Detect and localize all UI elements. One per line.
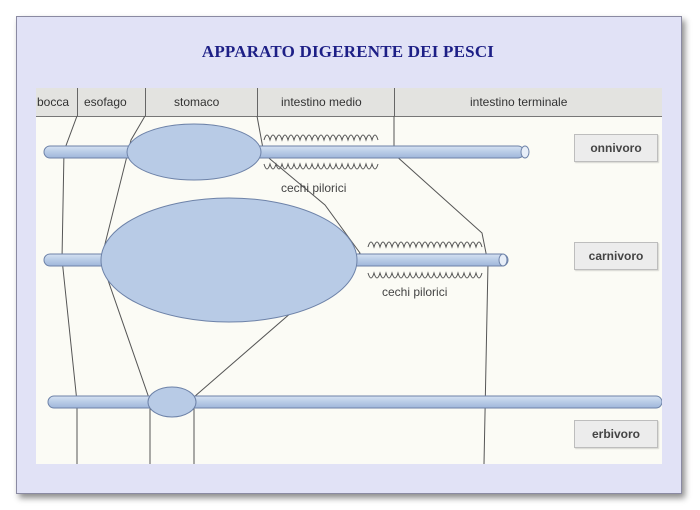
header-divider xyxy=(394,88,395,116)
section-label-intestino-medio: intestino medio xyxy=(281,95,362,109)
annotation-cechi-pilorici-carnivoro: cechi pilorici xyxy=(382,285,448,299)
annotation-cechi-pilorici-onnivoro: cechi pilorici xyxy=(281,181,347,195)
header-divider xyxy=(257,88,258,116)
header-divider xyxy=(77,88,78,116)
section-label-bocca: bocca xyxy=(37,95,70,109)
tract-erbivoro xyxy=(47,386,662,418)
diagram-panel: bocca esofago stomaco intestino medio in… xyxy=(36,88,662,464)
tract-carnivoro xyxy=(43,197,509,323)
diet-label-carnivoro: carnivoro xyxy=(574,242,658,270)
section-label-stomaco: stomaco xyxy=(174,95,220,109)
section-header: bocca esofago stomaco intestino medio in… xyxy=(36,88,662,117)
diet-label-erbivoro: erbivoro xyxy=(574,420,658,448)
header-divider xyxy=(145,88,146,116)
slide-title: APPARATO DIGERENTE DEI PESCI xyxy=(201,42,495,61)
section-label-intestino-terminale: intestino terminale xyxy=(470,95,568,109)
digestive-tract-diagram xyxy=(43,115,662,464)
diet-label-onnivoro: onnivoro xyxy=(574,134,658,162)
tract-onnivoro xyxy=(43,123,530,181)
section-label-esofago: esofago xyxy=(84,95,127,109)
